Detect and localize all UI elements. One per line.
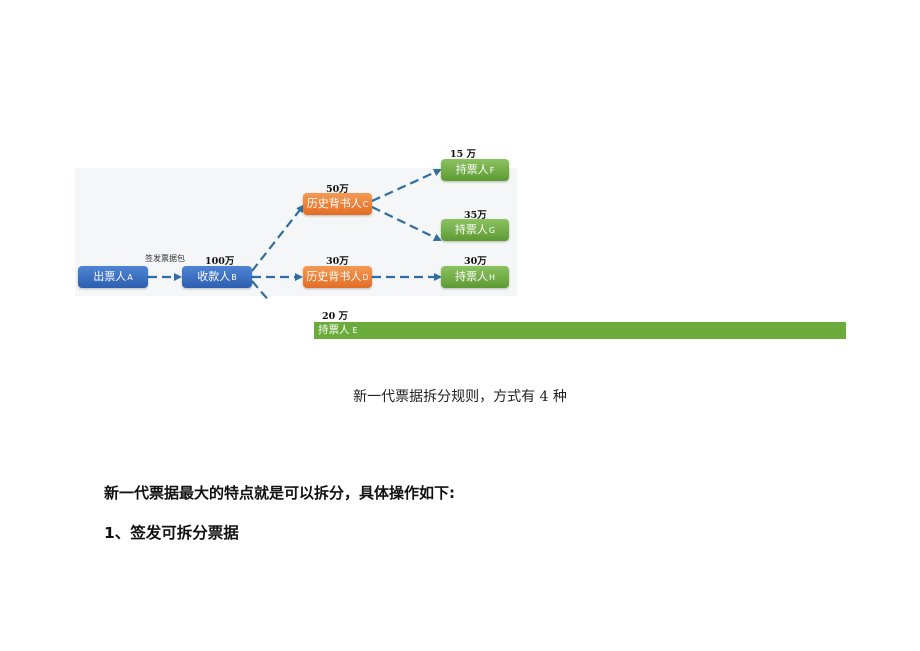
amount-f: 15 万 — [450, 149, 477, 160]
node-label: 收款人 — [197, 270, 231, 283]
node-suffix: D — [362, 273, 369, 282]
node-label: 历史背书人 — [306, 270, 362, 283]
arrow-c-to-f — [371, 168, 442, 203]
node-suffix: G — [488, 226, 496, 235]
figure-caption: 新一代票据拆分规则，方式有 4 种 — [353, 389, 567, 405]
node-holder-h: 持票人H — [441, 266, 509, 288]
node-label: 持票人 — [454, 270, 488, 283]
node-suffix: C — [362, 200, 369, 209]
amount-g: 35万 — [464, 210, 487, 221]
node-payee-b: 收款人B — [182, 266, 252, 288]
node-suffix: B — [231, 273, 237, 282]
amount-c: 50万 — [326, 184, 349, 195]
node-endorser-c: 历史背书人C — [303, 193, 372, 215]
node-holder-g: 持票人G — [441, 219, 509, 241]
node-suffix: F — [489, 166, 495, 175]
node-label: 出票人 — [93, 270, 127, 283]
node-label: 历史背书人 — [306, 197, 362, 210]
node-drawer-a: 出票人A — [78, 266, 148, 288]
amount-e: 20 万 — [322, 311, 349, 322]
node-label: 持票人 — [455, 163, 489, 176]
amount-d: 30万 — [326, 256, 349, 267]
amount-h: 30万 — [464, 256, 487, 267]
intro-paragraph: 新一代票据最大的特点就是可以拆分，具体操作如下: — [104, 484, 456, 502]
node-suffix: A — [127, 273, 133, 282]
node-holder-f: 持票人F — [441, 159, 509, 181]
arrow-b-to-c — [251, 204, 305, 272]
edge-label-issue-package: 签发票据包 — [145, 254, 185, 263]
arrow-b-to-e — [251, 280, 271, 303]
node-label: 持票人 — [318, 324, 350, 336]
node-label: 持票人 — [454, 223, 488, 236]
node-endorser-d: 历史背书人D — [303, 266, 372, 288]
node-suffix: H — [488, 273, 495, 282]
arrow-c-to-g — [371, 206, 442, 241]
node-suffix: E — [352, 326, 358, 335]
amount-b: 100万 — [205, 256, 235, 267]
section-heading-1: 1、签发可拆分票据 — [104, 524, 239, 542]
